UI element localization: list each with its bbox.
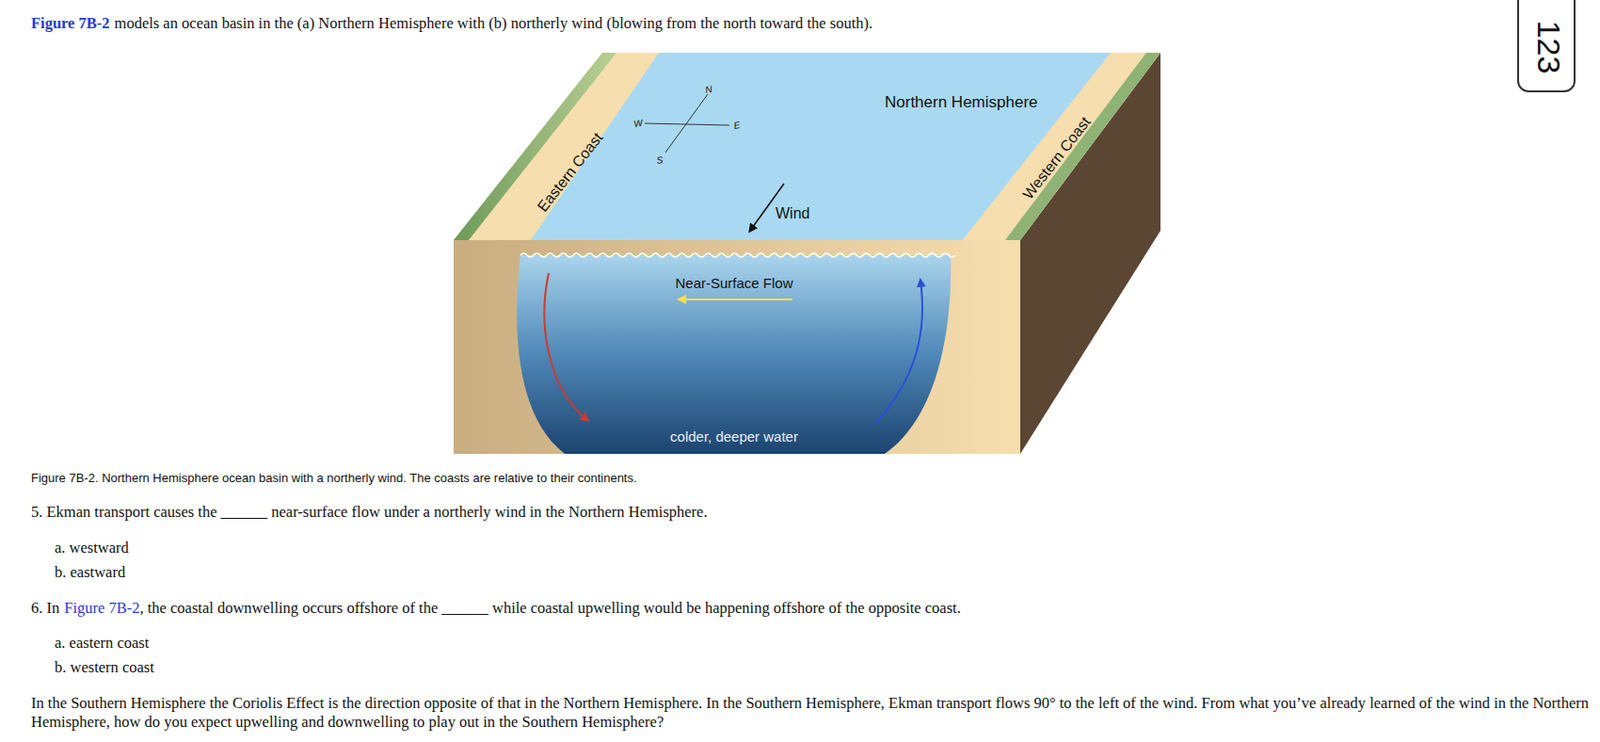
water-label: colder, deeper water [670,428,799,445]
flow-label: Near-Surface Flow [674,274,793,291]
prompt-paragraph: In the Southern Hemisphere the Coriolis … [31,693,1589,731]
question-text: 6. In [31,598,60,618]
page-number: 123 [1530,20,1568,75]
figure-reference: Figure 7B-2 [64,598,140,618]
figure-caption: Figure 7B-2. Northern Hemisphere ocean b… [31,470,638,485]
answer-option: a. eastern coast [54,633,149,653]
answer-option: b. eastward [54,562,126,582]
compass-letter: E [733,119,741,131]
answer-option: b. western coast [54,657,155,677]
compass-letter: W [632,117,643,129]
answer-option: a. westward [54,538,129,558]
wind-label: Wind [775,205,810,223]
compass-letter: S [656,154,664,166]
question-text: , the coastal downwelling occurs offshor… [139,598,960,618]
figure-reference: Figure 7B-2 [31,14,111,33]
intro-text: models an ocean basin in the (a) Norther… [114,14,874,33]
hemisphere-label: Northern Hemisphere [884,93,1039,112]
question-text: 5. Ekman transport causes the ______ nea… [31,502,708,522]
